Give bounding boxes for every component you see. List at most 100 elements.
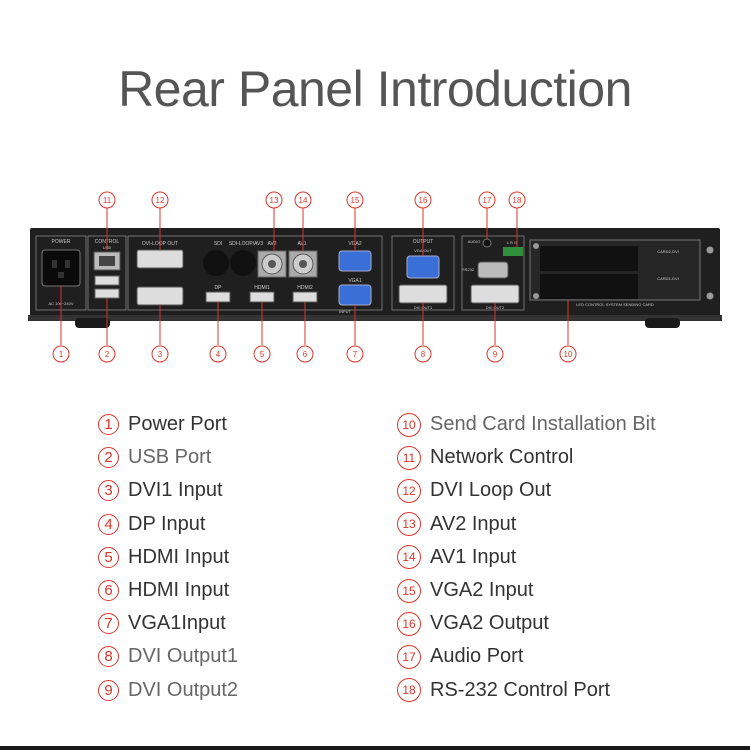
callout-text: 17 [483, 196, 492, 205]
legend-item: 1 Power Port [98, 408, 238, 441]
legend-label: DVI1 Input [128, 479, 223, 502]
vga1-label: VGA1 [348, 278, 362, 284]
audio-label: AUDIO [468, 239, 481, 244]
legend-label: Power Port [128, 413, 227, 436]
legend-label: DVI Output1 [128, 645, 239, 668]
legend-number: 16 [397, 611, 421, 636]
callout-text: 12 [156, 196, 165, 205]
usb-port-2 [94, 288, 120, 299]
callout-12 [151, 191, 169, 209]
dp-label: DP [215, 285, 223, 291]
sdi-loop-port [230, 250, 256, 276]
legend-number: 2 [98, 447, 119, 469]
usb-port-1 [94, 275, 120, 286]
legend-number: 11 [397, 445, 421, 470]
legend-number: 3 [98, 480, 119, 502]
callout-texts: 11 12 13 14 15 16 17 18 1 2 3 4 5 6 7 8 … [59, 196, 573, 359]
legend-number: 18 [397, 678, 421, 703]
sdi-label: SDI [214, 241, 222, 247]
callout-text: 15 [351, 196, 360, 205]
callout-15 [346, 191, 364, 209]
callout-lines [60, 208, 569, 345]
audio-terminal [503, 247, 523, 256]
bottom-border [0, 746, 750, 750]
callout-text: 13 [270, 196, 279, 205]
page-title: Rear Panel Introduction [118, 61, 632, 117]
screw [533, 293, 539, 299]
callout-5 [253, 345, 271, 363]
callout-16 [414, 191, 432, 209]
legend-number: 7 [98, 613, 119, 635]
callout-4 [209, 345, 227, 363]
foot-right [645, 318, 680, 328]
vga1-port [338, 284, 372, 306]
callout-6 [296, 345, 314, 363]
callout-text: 10 [564, 350, 573, 359]
callout-3 [151, 345, 169, 363]
legend-label: AV1 Input [430, 545, 517, 568]
legend-label: VGA1Input [128, 612, 226, 635]
power-label: POWER [52, 239, 71, 245]
legend-label: Network Control [430, 446, 574, 469]
callout-13 [265, 191, 283, 209]
callout-10 [559, 345, 577, 363]
callout-text: 16 [419, 196, 428, 205]
input-section [127, 235, 383, 311]
callout-9 [486, 345, 504, 363]
legend-item: 14 AV1 Input [397, 541, 656, 574]
legend-number: 13 [397, 512, 421, 537]
callout-14 [294, 191, 312, 209]
sdi-port [203, 250, 229, 276]
power-socket [41, 249, 81, 287]
chassis-lip [28, 315, 722, 321]
screw [533, 243, 539, 249]
output2-section [461, 235, 525, 311]
legend-number: 10 [397, 412, 421, 437]
callout-text: 3 [158, 350, 163, 359]
dvi-out1-port [398, 284, 448, 304]
callout-text: 6 [303, 350, 308, 359]
callout-numbers [52, 191, 577, 363]
foot-left [75, 318, 110, 328]
callout-text: 5 [260, 350, 265, 359]
callout-text: 4 [216, 350, 221, 359]
legend-number: 17 [397, 644, 421, 669]
legend-item: 11 Network Control [397, 441, 656, 474]
legend-item: 6 HDMI Input [98, 574, 238, 607]
legend-number: 6 [98, 580, 119, 602]
dp-port [205, 291, 231, 303]
legend-item: 7 VGA1Input [98, 607, 238, 640]
legend-label: HDMI Input [128, 579, 230, 602]
screw [706, 292, 714, 300]
vga-out-port [406, 255, 440, 279]
callout-11 [98, 191, 116, 209]
legend-label: DVI Output2 [128, 678, 239, 701]
rear-panel-diagram: POWER AC 100~240V CONTROL USB DVI-LOOP O… [28, 191, 722, 363]
legend-number: 1 [98, 414, 119, 436]
callout-text: 18 [513, 196, 522, 205]
callout-text: 1 [59, 350, 64, 359]
callout-18 [508, 191, 526, 209]
callout-text: 14 [299, 196, 308, 205]
legend-label: DP Input [128, 512, 206, 535]
callout-8 [414, 345, 432, 363]
legend-number: 14 [397, 545, 421, 570]
card2-label: CARD2-DVI [657, 249, 679, 254]
legend-item: 3 DVI1 Input [98, 474, 238, 507]
callout-2 [98, 345, 116, 363]
legend-label: VGA2 Input [430, 579, 534, 602]
callout-text: 7 [353, 350, 358, 359]
vga2-port [338, 250, 372, 272]
dvi-out2-port [470, 284, 520, 304]
input-label: INPUT [339, 309, 352, 314]
callout-text: 2 [105, 350, 110, 359]
